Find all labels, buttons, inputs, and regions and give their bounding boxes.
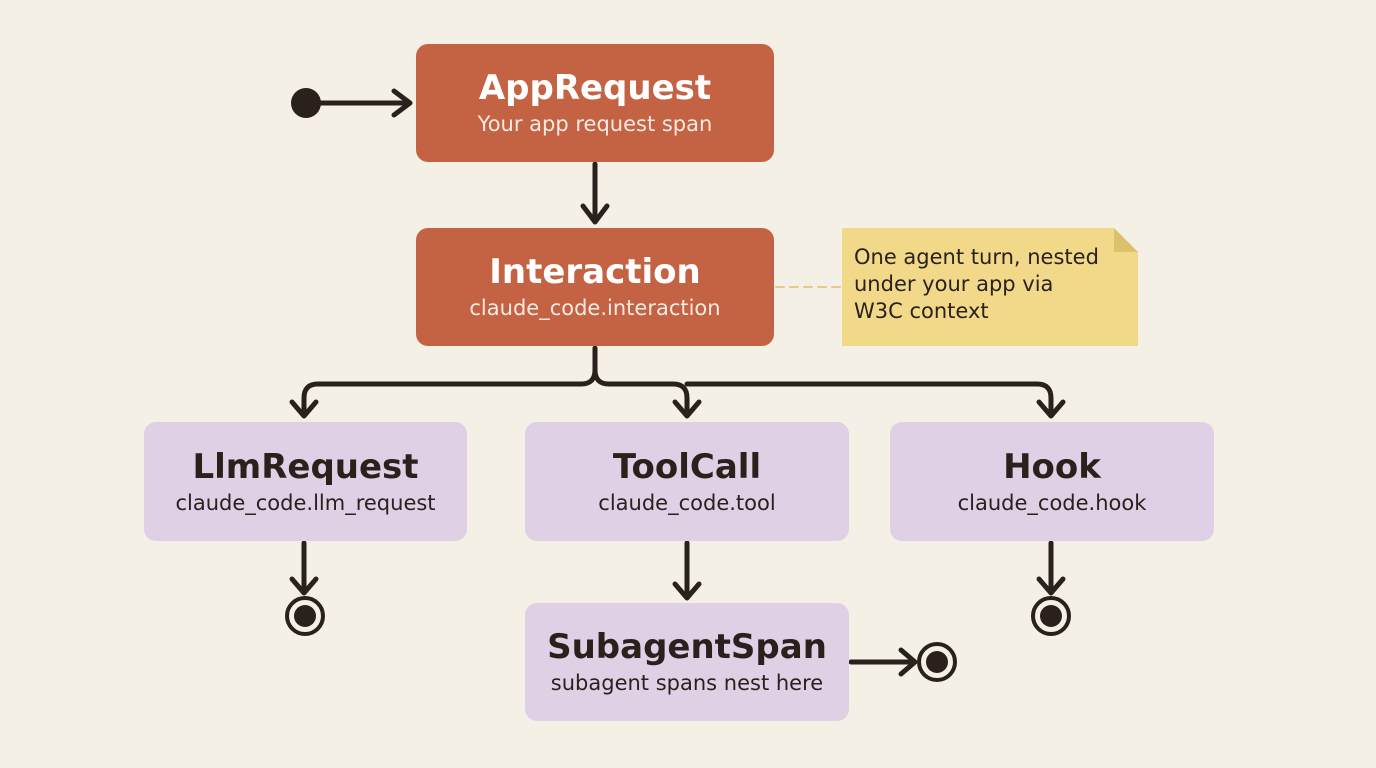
arrowhead-llm-end bbox=[289, 576, 319, 596]
arrowhead-apprequest bbox=[391, 88, 413, 118]
node-app-request-subtitle: Your app request span bbox=[477, 112, 713, 136]
node-subagent-span-subtitle: subagent spans nest here bbox=[550, 671, 824, 695]
node-interaction-title: Interaction bbox=[489, 252, 701, 292]
arrowhead-hook bbox=[1036, 399, 1066, 419]
node-app-request: AppRequest Your app request span bbox=[416, 44, 774, 162]
note-line-1: One agent turn, nested bbox=[854, 245, 1099, 269]
node-subagent-span: SubagentSpan subagent spans nest here bbox=[525, 603, 849, 721]
node-tool-call-title: ToolCall bbox=[612, 446, 762, 487]
sticky-note: One agent turn, nested under your app vi… bbox=[842, 228, 1138, 346]
arrowhead-hook-end bbox=[1036, 576, 1066, 596]
node-interaction-subtitle: claude_code.interaction bbox=[469, 296, 721, 320]
end-node-hook bbox=[1031, 596, 1071, 636]
node-hook-subtitle: claude_code.hook bbox=[957, 490, 1147, 515]
node-subagent-span-title: SubagentSpan bbox=[547, 627, 827, 667]
end-node-subagent bbox=[917, 642, 957, 682]
node-tool-call-subtitle: claude_code.tool bbox=[598, 490, 776, 515]
node-app-request-title: AppRequest bbox=[478, 68, 712, 108]
node-hook-title: Hook bbox=[1003, 446, 1101, 487]
edge-interaction-to-llmrequest bbox=[301, 345, 598, 417]
node-llm-request: LlmRequest claude_code.llm_request bbox=[144, 422, 467, 541]
edge-interaction-to-toolcall bbox=[592, 367, 690, 417]
arrowhead-toolcall bbox=[672, 399, 702, 419]
arrowhead-interaction bbox=[580, 203, 610, 225]
start-node bbox=[291, 88, 321, 118]
edge-interaction-to-hook bbox=[684, 381, 1054, 417]
end-node-llmrequest bbox=[285, 596, 325, 636]
arrowhead-llmrequest bbox=[289, 399, 319, 419]
note-line-2: under your app via bbox=[854, 272, 1054, 296]
arrowhead-subagent bbox=[672, 581, 702, 601]
node-llm-request-subtitle: claude_code.llm_request bbox=[175, 490, 436, 515]
note-line-3: W3C context bbox=[854, 299, 989, 323]
node-llm-request-title: LlmRequest bbox=[192, 446, 419, 487]
node-interaction: Interaction claude_code.interaction bbox=[416, 228, 774, 346]
node-tool-call: ToolCall claude_code.tool bbox=[525, 422, 849, 541]
node-hook: Hook claude_code.hook bbox=[890, 422, 1214, 541]
arrowhead-subagent-end bbox=[898, 647, 918, 677]
